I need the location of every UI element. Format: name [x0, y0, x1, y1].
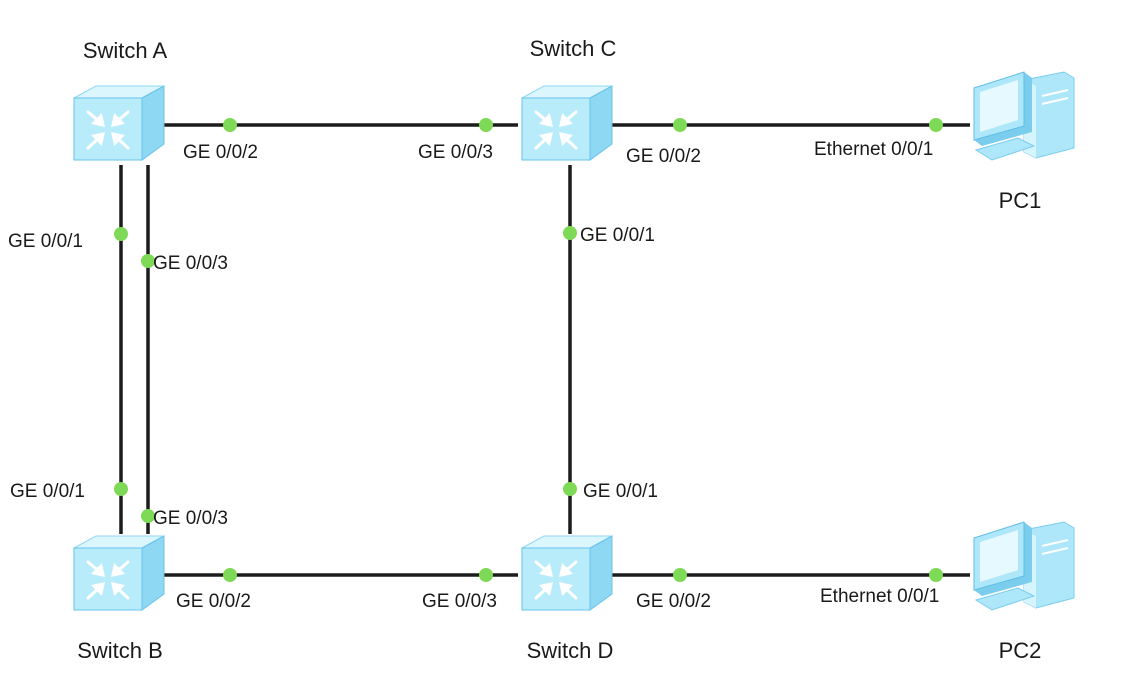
port-dot[interactable] [479, 118, 493, 132]
switch-b-label: Switch B [77, 638, 163, 663]
port-label-b-ge002: GE 0/0/2 [176, 591, 251, 612]
pc2[interactable] [973, 521, 1075, 611]
port-label-c-ge002: GE 0/0/2 [626, 146, 701, 167]
port-label-d-ge003: GE 0/0/3 [422, 591, 497, 612]
port-label-d-ge002: GE 0/0/2 [636, 591, 711, 612]
port-label-b-ge001: GE 0/0/1 [10, 481, 85, 502]
port-dot[interactable] [563, 226, 577, 240]
port-dot[interactable] [929, 568, 943, 582]
port-dot[interactable] [141, 254, 155, 268]
port-dot[interactable] [479, 568, 493, 582]
port-dot[interactable] [673, 118, 687, 132]
port-label-a-ge003: GE 0/0/3 [153, 253, 228, 274]
pc-icon [973, 71, 1075, 161]
port-dot[interactable] [141, 509, 155, 523]
port-dots [114, 118, 943, 582]
port-label-a-ge001: GE 0/0/1 [8, 231, 83, 252]
pc1[interactable] [973, 71, 1075, 161]
switch-icon [72, 84, 166, 162]
port-dot[interactable] [223, 118, 237, 132]
port-label-pc1-eth001: Ethernet 0/0/1 [814, 139, 933, 160]
switch-d-label: Switch D [527, 638, 614, 663]
switch-a[interactable] [72, 84, 166, 162]
links [119, 123, 970, 577]
port-dot[interactable] [114, 482, 128, 496]
pc-icon [973, 521, 1075, 611]
port-dot[interactable] [223, 568, 237, 582]
port-label-c-ge001: GE 0/0/1 [580, 225, 655, 246]
port-label-pc2-eth001: Ethernet 0/0/1 [820, 586, 939, 607]
port-label-b-ge003: GE 0/0/3 [153, 508, 228, 529]
switch-c-label: Switch C [530, 36, 617, 61]
port-dot[interactable] [114, 227, 128, 241]
switch-d[interactable] [520, 534, 614, 612]
switch-c[interactable] [520, 84, 614, 162]
pc2-label: PC2 [999, 638, 1042, 663]
switch-icon [520, 84, 614, 162]
switch-b[interactable] [72, 534, 166, 612]
switch-a-label: Switch A [83, 38, 168, 63]
switch-icon [72, 534, 166, 612]
port-label-a-ge002: GE 0/0/2 [183, 142, 258, 163]
switch-icon [520, 534, 614, 612]
port-label-c-ge003: GE 0/0/3 [418, 142, 493, 163]
port-dot[interactable] [673, 568, 687, 582]
port-label-d-ge001: GE 0/0/1 [583, 481, 658, 502]
port-dot[interactable] [929, 118, 943, 132]
pc1-label: PC1 [999, 188, 1042, 213]
port-dot[interactable] [563, 482, 577, 496]
